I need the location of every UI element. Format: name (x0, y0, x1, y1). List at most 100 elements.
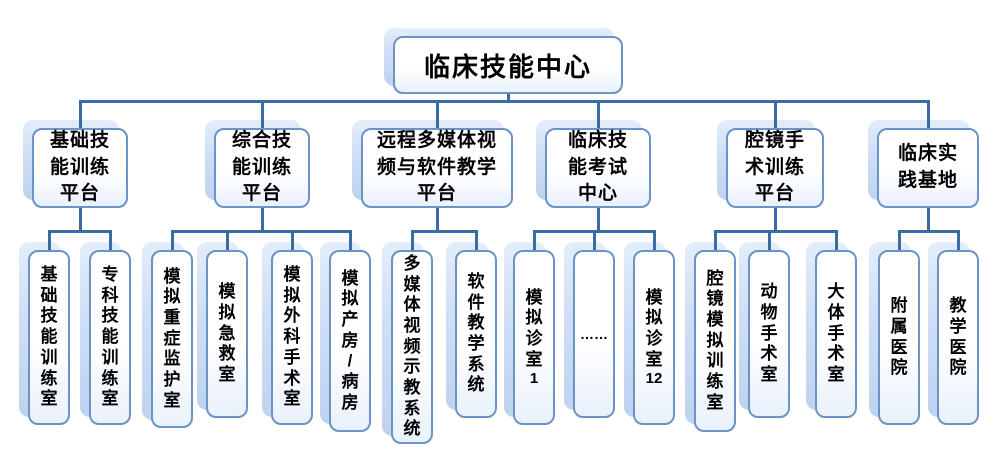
connector-line (767, 230, 771, 250)
leaf-label-char: 科 (101, 285, 119, 305)
leaf-label-char: 软 (467, 271, 485, 291)
leaf-label-char: 病 (341, 372, 359, 392)
leaf-node-label: 模拟产房/病房 (331, 252, 369, 430)
leaf-node-label: 基础技能训练室 (30, 252, 68, 423)
connector-line (170, 230, 174, 250)
connector-line (926, 100, 930, 128)
leaf-label-char: 镜 (706, 289, 724, 309)
leaf-label-char: …… (580, 326, 608, 342)
leaf-label-char: 频 (403, 336, 421, 356)
branch-node-4: 临床技 能考试 中心 (545, 128, 651, 208)
connector-line (532, 230, 536, 250)
connector-line (260, 208, 264, 233)
leaf-label-char: 术 (283, 368, 301, 388)
connector-line (773, 100, 777, 128)
leaf-node-label: 模拟重症监护室 (153, 252, 191, 426)
leaf-label-char: 手 (760, 323, 778, 343)
leaf-node-1-1: 基础技能训练室 (28, 250, 70, 425)
leaf-label-char: 模 (706, 309, 724, 329)
leaf-label-char: 专 (101, 265, 119, 285)
leaf-label-char: 练 (706, 372, 724, 392)
leaf-node-2-1: 模拟重症监护室 (151, 250, 193, 428)
leaf-label-char: 础 (40, 285, 58, 305)
connector-line (926, 208, 930, 233)
leaf-label-char: 技 (40, 306, 58, 326)
leaf-label-char: 重 (163, 307, 181, 327)
branch-node-2: 综合技 能训练 平台 (214, 128, 310, 208)
leaf-label-char: 能 (40, 327, 58, 347)
leaf-label-char: 科 (283, 327, 301, 347)
leaf-label-char: 媒 (403, 274, 421, 294)
leaf-label-char: 附 (890, 296, 908, 316)
leaf-label-char: 室 (101, 389, 119, 409)
leaf-label-char: 室 (218, 365, 236, 385)
branch-node-label: 远程多媒体视 频与软件教学 平台 (376, 129, 497, 205)
leaf-node-3-2: 软件教学系统 (455, 250, 497, 418)
leaf-label-char: 拟 (283, 285, 301, 305)
leaf-node-5-1: 腔镜模拟训练室 (694, 250, 736, 432)
leaf-label-char: 示 (403, 357, 421, 377)
connector-line (713, 230, 717, 250)
leaf-label-char: 训 (40, 347, 58, 367)
leaf-label-char: 多 (403, 253, 421, 273)
leaf-label-char: 技 (101, 306, 119, 326)
leaf-node-label: …… (575, 252, 613, 416)
leaf-label-char: 室 (706, 392, 724, 412)
leaf-node-6-2: 教学医院 (937, 250, 979, 425)
connector-line (47, 230, 112, 233)
leaf-label-char: 教 (403, 378, 421, 398)
leaf-label-char: 基 (40, 265, 58, 285)
connector-line (47, 230, 51, 250)
connector-line (897, 230, 901, 250)
leaf-label-char: 系 (467, 354, 485, 374)
leaf-label-char: 产 (341, 309, 359, 329)
leaf-label-char: 模 (283, 265, 301, 285)
connector-line (596, 208, 600, 233)
connector-line (78, 208, 82, 233)
leaf-label-char: 腔 (706, 268, 724, 288)
leaf-label-char: 拟 (163, 287, 181, 307)
connector-line (652, 230, 656, 250)
leaf-node-5-3: 大体手术室 (815, 250, 857, 418)
connector-line (435, 100, 439, 128)
connector-line (956, 230, 960, 250)
leaf-label-char: 拟 (341, 289, 359, 309)
connector-line (474, 230, 478, 250)
branch-node-3: 远程多媒体视 频与软件教学 平台 (361, 128, 513, 208)
leaf-label-char: 训 (101, 347, 119, 367)
leaf-label-char: 室 (163, 390, 181, 410)
leaf-label-char: 模 (645, 287, 663, 307)
leaf-label-char: 模 (525, 287, 543, 307)
branch-node-6: 临床实 践基地 (877, 128, 979, 208)
leaf-label-char: 急 (218, 323, 236, 343)
leaf-node-label: 附属医院 (880, 252, 918, 423)
leaf-label-char: 体 (827, 302, 845, 322)
leaf-label-char: 12 (645, 370, 663, 388)
branch-node-label: 腔镜手 术训练 平台 (744, 129, 805, 205)
root-node: 临床技能中心 (393, 36, 623, 94)
leaf-label-char: 手 (827, 323, 845, 343)
leaf-node-label: 软件教学系统 (457, 252, 495, 416)
leaf-label-char: 诊 (525, 329, 543, 348)
leaf-label-char: 诊 (645, 329, 663, 348)
leaf-label-char: 学 (949, 316, 967, 336)
leaf-label-char: 房 (341, 330, 359, 350)
leaf-label-char: 拟 (525, 308, 543, 328)
connector-line (260, 100, 264, 128)
leaf-label-char: 系 (403, 398, 421, 418)
leaf-label-char: 体 (403, 295, 421, 315)
leaf-label-char: 医 (890, 337, 908, 357)
leaf-label-char: 动 (760, 282, 778, 302)
connector-line (348, 230, 352, 250)
connector-line (108, 230, 112, 250)
connector-line (506, 94, 510, 103)
leaf-label-char: 属 (890, 316, 908, 336)
connector-line (773, 208, 777, 233)
connector-line (435, 208, 439, 233)
leaf-node-2-3: 模拟外科手术室 (271, 250, 313, 425)
